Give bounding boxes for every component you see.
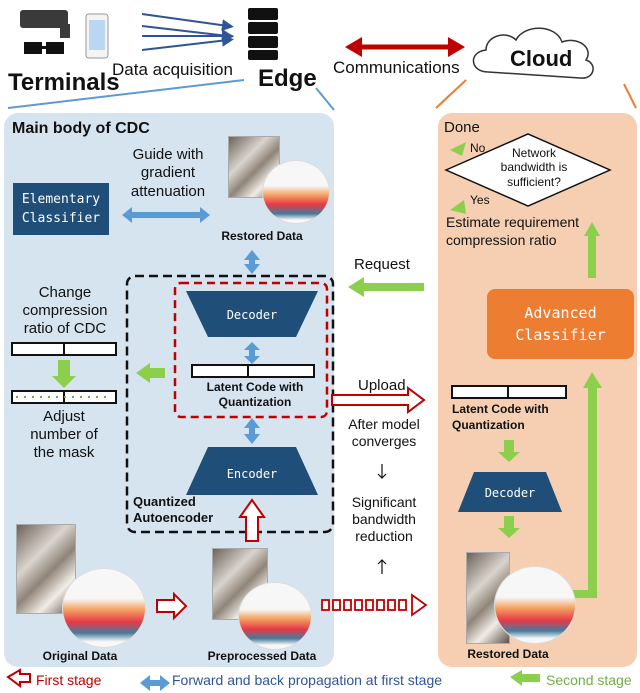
legend-first-stage: First stage	[36, 672, 102, 688]
legend-forward-back: Forward and back propagation at first st…	[172, 672, 443, 688]
upload-segment-arrow	[321, 593, 428, 617]
blue-propagation-arrows	[122, 207, 260, 444]
cloud-icon	[472, 27, 594, 79]
guide-label: Guide with gradient attenuation	[130, 146, 206, 200]
decoder-shape	[186, 291, 318, 337]
restored-data-right-label: Restored Data	[467, 647, 549, 661]
after-converges-label: After model converges	[348, 416, 420, 449]
estimate-label: Estimate requirement compression ratio	[446, 214, 580, 248]
request-label: Request	[354, 256, 410, 273]
original-data-label: Original Data	[42, 649, 118, 663]
data-acquisition-label: Data acquisition	[112, 60, 233, 79]
legend-second-stage: Second stage	[546, 672, 632, 688]
change-ratio-label: Change compression ratio of CDC	[22, 284, 108, 337]
preprocessed-data-label: Preprocessed Data	[207, 649, 317, 663]
terminals-label: Terminals	[8, 69, 120, 96]
restored-chart-left	[262, 160, 330, 224]
restored-chart-right	[494, 566, 576, 644]
red-hollow-arrows	[6, 386, 426, 688]
upload-label: Upload	[358, 377, 406, 394]
latent-code-bar-left	[191, 364, 315, 378]
decoder-right-label: Decoder	[484, 486, 536, 500]
green-arrows	[52, 142, 602, 686]
preprocessed-chart	[238, 582, 312, 650]
middle-small-arrows	[377, 464, 387, 574]
adjust-mask-label: Adjust number of the mask	[30, 408, 98, 461]
latent-code-right-label: Latent Code with Quantization	[452, 402, 549, 432]
no-label: No	[470, 141, 486, 155]
terminals-icon	[20, 10, 109, 59]
encoder-shape	[186, 447, 318, 495]
restored-data-left-label: Restored Data	[221, 229, 303, 243]
decision-diamond	[444, 133, 612, 207]
latent-code-left-label: Latent Code with Quantization	[206, 380, 304, 409]
edge-label: Edge	[258, 65, 317, 92]
quantized-autoencoder-label: Quantized Autoencoder	[133, 494, 214, 526]
latent-frame	[173, 281, 329, 419]
advanced-classifier-label: Advanced Classifier	[515, 303, 606, 345]
decoder-label: Decoder	[226, 308, 278, 322]
done-label: Done	[444, 119, 480, 136]
decoder-shape-right	[458, 472, 562, 512]
advanced-classifier-box: Advanced Classifier	[487, 289, 634, 359]
latent-code-bar-right	[451, 385, 567, 399]
compression-bar-top	[11, 342, 117, 356]
edge-server-icon	[248, 8, 278, 60]
original-chart	[62, 568, 146, 648]
cloud-label: Cloud	[510, 46, 573, 71]
elementary-classifier-box: Elementary Classifier	[13, 183, 109, 235]
bandwidth-reduction-label: Significant bandwidth reduction	[351, 494, 417, 544]
communication-arrow	[345, 37, 465, 57]
network-question-label: Network bandwidth is sufficient?	[500, 146, 568, 189]
communications-label: Communications	[333, 58, 460, 77]
elementary-classifier-label: Elementary Classifier	[21, 191, 101, 227]
encoder-label: Encoder	[226, 467, 278, 481]
yes-label: Yes	[470, 193, 490, 207]
legend-blue-arrow	[140, 675, 170, 691]
main-body-title: Main body of CDC	[12, 120, 150, 137]
acquisition-arrows	[141, 13, 234, 51]
